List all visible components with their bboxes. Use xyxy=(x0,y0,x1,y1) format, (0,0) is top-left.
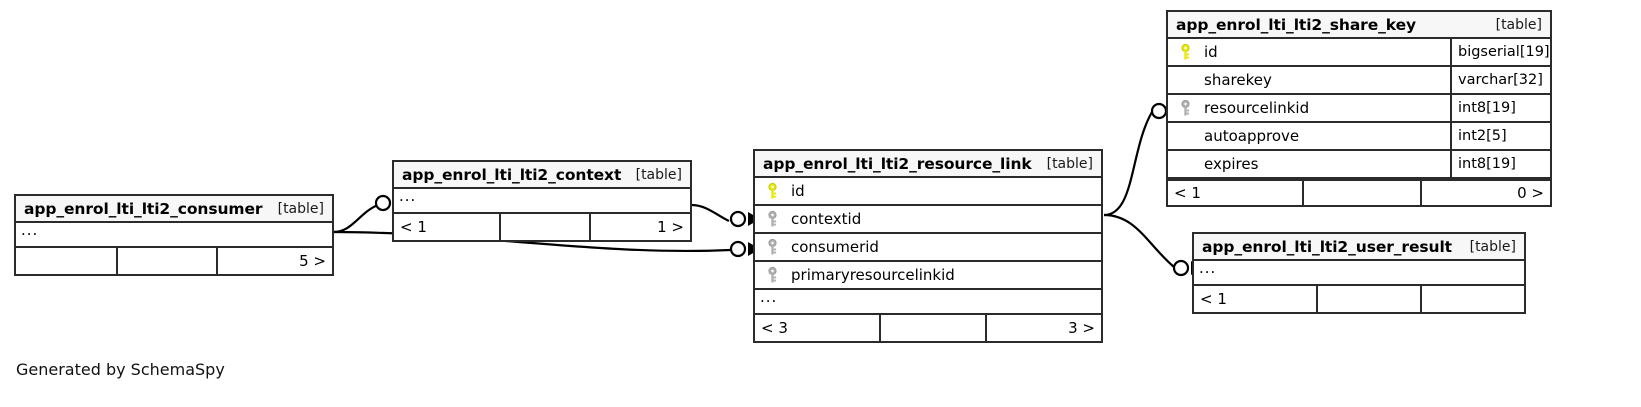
table-name-share-key: app_enrol_lti_lti2_share_key xyxy=(1176,15,1416,34)
table-title-share-key: app_enrol_lti_lti2_share_key [table] xyxy=(1168,12,1550,39)
footer-middle-context xyxy=(499,214,589,240)
table-footer-consumer: 5 > xyxy=(16,248,332,274)
table-footer-share-key: < 1 0 > xyxy=(1168,179,1550,205)
table-name-user-result: app_enrol_lti_lti2_user_result xyxy=(1202,237,1452,256)
column-row[interactable]: resourcelinkid int8[19] xyxy=(1168,95,1550,123)
column-label: autoapprove xyxy=(1204,127,1300,145)
column-row[interactable]: consumerid xyxy=(755,234,1101,262)
column-row[interactable]: primaryresourcelinkid xyxy=(755,262,1101,290)
column-row[interactable]: autoapprove int2[5] xyxy=(1168,123,1550,151)
hidden-columns-indicator-resource-link: ... xyxy=(755,290,1101,315)
table-name-context: app_enrol_lti_lti2_context xyxy=(402,165,622,184)
column-label: primaryresourcelinkid xyxy=(791,266,955,284)
column-row[interactable]: id xyxy=(755,178,1101,206)
column-label: consumerid xyxy=(791,238,879,256)
hidden-columns-indicator-user-result: ... xyxy=(1194,261,1524,286)
zero-marker-resource-link-contextid xyxy=(729,210,747,228)
table-title-user-result: app_enrol_lti_lti2_user_result [table] xyxy=(1194,234,1524,261)
table-app-enrol-lti-lti2-consumer[interactable]: app_enrol_lti_lti2_consumer [table] ... … xyxy=(14,194,334,276)
footer-outgoing-user-result xyxy=(1420,286,1524,312)
column-type: int2[5] xyxy=(1450,123,1550,149)
column-name-cell: primaryresourcelinkid xyxy=(755,262,1101,288)
primary-key-icon xyxy=(1174,43,1196,61)
zero-marker-context xyxy=(374,194,392,212)
generated-by-caption: Generated by SchemaSpy xyxy=(16,360,225,379)
footer-incoming-resource-link: < 3 xyxy=(761,319,788,337)
table-tag-share-key: [table] xyxy=(1495,16,1542,33)
hidden-columns-indicator-consumer: ... xyxy=(16,223,332,248)
zero-marker-resource-link-consumerid xyxy=(729,240,747,258)
column-name-cell: id xyxy=(755,178,1101,204)
table-app-enrol-lti-lti2-context[interactable]: app_enrol_lti_lti2_context [table] ... <… xyxy=(392,160,692,242)
footer-outgoing-context: 1 > xyxy=(589,214,690,240)
table-footer-user-result: < 1 xyxy=(1194,286,1524,312)
column-name-cell: id xyxy=(1168,39,1450,65)
hidden-columns-indicator-context: ... xyxy=(394,189,690,214)
column-row[interactable]: id bigserial[19] xyxy=(1168,39,1550,67)
table-app-enrol-lti-lti2-resource-link[interactable]: app_enrol_lti_lti2_resource_link [table]… xyxy=(753,149,1103,343)
footer-incoming-user-result: < 1 xyxy=(1200,290,1227,308)
column-label: expires xyxy=(1204,155,1259,173)
table-tag-resource-link: [table] xyxy=(1046,155,1093,172)
table-tag-consumer: [table] xyxy=(277,200,324,217)
table-title-resource-link: app_enrol_lti_lti2_resource_link [table] xyxy=(755,151,1101,178)
foreign-key-icon xyxy=(761,210,783,228)
edge-resource-link-share-key xyxy=(1103,111,1153,217)
table-footer-context: < 1 1 > xyxy=(394,214,690,240)
edge-context-resource-link xyxy=(691,203,730,223)
column-type: bigserial[19] xyxy=(1450,39,1550,65)
column-name-cell: contextid xyxy=(755,206,1101,232)
zero-marker-share-key xyxy=(1150,102,1168,120)
zero-marker-user-result xyxy=(1172,259,1190,277)
column-row[interactable]: contextid xyxy=(755,206,1101,234)
column-row[interactable]: expires int8[19] xyxy=(1168,151,1550,179)
table-footer-resource-link: < 3 3 > xyxy=(755,315,1101,341)
column-name-cell: resourcelinkid xyxy=(1168,95,1450,121)
column-type: int8[19] xyxy=(1450,95,1550,121)
foreign-key-icon xyxy=(761,238,783,256)
foreign-key-icon xyxy=(1174,99,1196,117)
footer-incoming-share-key: < 1 xyxy=(1174,184,1201,202)
column-type: varchar[32] xyxy=(1450,67,1550,93)
footer-outgoing-consumer: 5 > xyxy=(216,248,332,274)
footer-incoming-consumer xyxy=(16,248,116,274)
footer-middle-consumer xyxy=(116,248,216,274)
table-app-enrol-lti-lti2-user-result[interactable]: app_enrol_lti_lti2_user_result [table] .… xyxy=(1192,232,1526,314)
footer-incoming-context: < 1 xyxy=(400,218,427,236)
column-row[interactable]: sharekey varchar[32] xyxy=(1168,67,1550,95)
column-name-cell: autoapprove xyxy=(1168,123,1450,149)
column-name-cell: sharekey xyxy=(1168,67,1450,93)
table-name-resource-link: app_enrol_lti_lti2_resource_link xyxy=(763,154,1032,173)
footer-middle-resource-link xyxy=(879,315,985,341)
footer-middle-user-result xyxy=(1316,286,1420,312)
table-tag-user-result: [table] xyxy=(1469,238,1516,255)
column-type: int8[19] xyxy=(1450,151,1550,177)
table-title-consumer: app_enrol_lti_lti2_consumer [table] xyxy=(16,196,332,223)
foreign-key-icon xyxy=(761,266,783,284)
footer-outgoing-resource-link: 3 > xyxy=(985,315,1101,341)
column-label: contextid xyxy=(791,210,862,228)
table-title-context: app_enrol_lti_lti2_context [table] xyxy=(394,162,690,189)
footer-outgoing-share-key: 0 > xyxy=(1420,181,1550,205)
edge-consumer-context xyxy=(333,203,379,234)
table-app-enrol-lti-lti2-share-key[interactable]: app_enrol_lti_lti2_share_key [table] id … xyxy=(1166,10,1552,207)
edge-resource-link-user-result xyxy=(1103,213,1175,268)
table-name-consumer: app_enrol_lti_lti2_consumer xyxy=(24,199,263,218)
column-name-cell: consumerid xyxy=(755,234,1101,260)
primary-key-icon xyxy=(761,182,783,200)
column-label: id xyxy=(791,182,805,200)
column-name-cell: expires xyxy=(1168,151,1450,177)
table-tag-context: [table] xyxy=(635,166,682,183)
column-label: resourcelinkid xyxy=(1204,99,1310,117)
column-label: sharekey xyxy=(1204,71,1272,89)
column-label: id xyxy=(1204,43,1218,61)
footer-middle-share-key xyxy=(1302,181,1420,205)
